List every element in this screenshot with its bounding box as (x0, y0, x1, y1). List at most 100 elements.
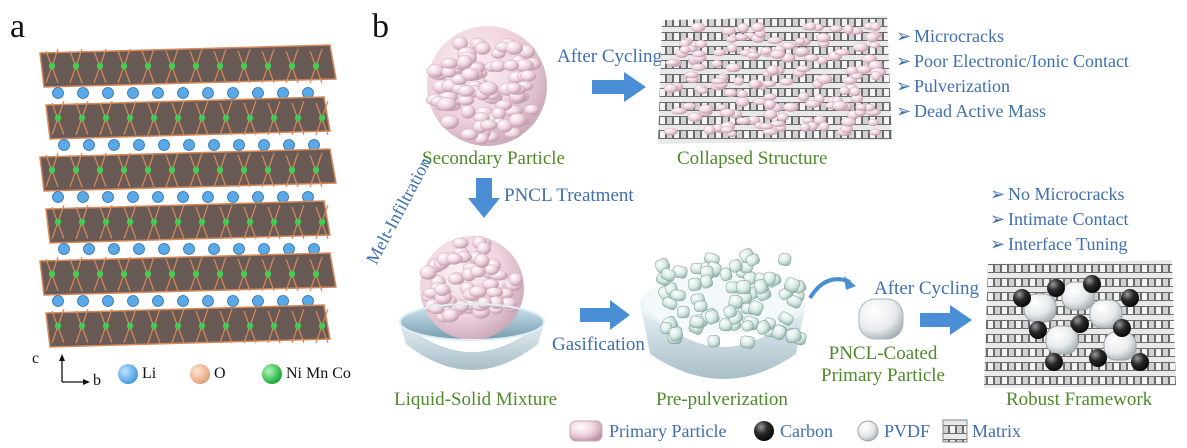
coated-particle-label-line1: PNCL-Coated (828, 343, 938, 364)
bad-outcome-item: ➢Pulverization (896, 74, 1129, 99)
bullet-arrow-icon: ➢ (990, 209, 1006, 229)
liquid-solid-mixture-image (398, 235, 546, 370)
gasification-label: Gasification (552, 334, 645, 355)
li-ion (102, 87, 114, 99)
li-ion (233, 243, 245, 255)
li-ion (183, 243, 195, 255)
after-cycling-bottom-arrow (920, 305, 972, 335)
li-ion (102, 191, 114, 203)
li-ion (58, 243, 70, 255)
li-ion (177, 87, 189, 99)
li-ion (283, 139, 295, 151)
panel-label-b: b (372, 8, 389, 45)
li-ion (283, 243, 295, 255)
good-outcome-item: ➢Interface Tuning (990, 232, 1128, 257)
coated-particle-label-line2: Primary Particle (821, 365, 945, 386)
after-cycling-top-label: After Cycling (557, 46, 663, 67)
good-outcome-item: ➢Intimate Contact (990, 207, 1128, 232)
li-ion (252, 191, 264, 203)
bad-outcome-item: ➢Microcracks (896, 24, 1129, 49)
legend-tm-label: Ni Mn Co (286, 365, 351, 382)
secondary-particle-image (425, 26, 547, 146)
li-ion (277, 295, 289, 307)
li-ion (127, 87, 139, 99)
li-ion (177, 191, 189, 203)
crystal-layer (39, 44, 337, 99)
crystal-layer (45, 96, 331, 151)
li-ion (102, 295, 114, 307)
li-ion (258, 243, 270, 255)
li-ion (108, 139, 120, 151)
axis-c-label: c (32, 350, 40, 367)
li-ion (127, 295, 139, 307)
pre-pulverization-label: Pre-pulverization (656, 389, 788, 410)
legend-carbon-swatch (754, 421, 774, 441)
after-cycling-top-arrow (592, 72, 646, 102)
li-ion (152, 191, 164, 203)
coated-particle-label: PNCL-Coated Primary Particle (808, 343, 958, 387)
li-ion (202, 87, 214, 99)
crystal-layer (45, 200, 331, 255)
li-ion (83, 243, 95, 255)
li-ion (52, 191, 64, 203)
legend-o-swatch (190, 364, 210, 384)
bullet-arrow-icon: ➢ (896, 51, 912, 71)
li-ion (158, 139, 170, 151)
li-ion (58, 139, 70, 151)
li-ion (183, 139, 195, 151)
li-ion (133, 139, 145, 151)
gasification-arrow (580, 300, 630, 330)
crystal-layers (39, 44, 337, 348)
bad-outcomes-list: ➢Microcracks ➢Poor Electronic/Ionic Cont… (896, 24, 1129, 124)
li-ion (258, 139, 270, 151)
legend-li-swatch (118, 364, 138, 384)
li-ion (277, 87, 289, 99)
bullet-arrow-icon: ➢ (990, 184, 1006, 204)
legend-pvdf-swatch (857, 420, 879, 442)
li-ion (158, 243, 170, 255)
li-ion (77, 87, 89, 99)
pncl-treatment-label: PNCL Treatment (504, 185, 634, 206)
coated-particle-image (858, 298, 904, 340)
li-ion (152, 295, 164, 307)
crystal-structure (39, 44, 337, 348)
crystal-layer (45, 304, 331, 348)
li-ion (133, 243, 145, 255)
panel-label-a: a (10, 8, 26, 45)
after-cycling-bottom-label: After Cycling (874, 278, 980, 299)
li-ion (77, 295, 89, 307)
axis-b-label: b (93, 372, 101, 389)
secondary-particle-label: Secondary Particle (422, 148, 565, 169)
bullet-arrow-icon: ➢ (896, 101, 912, 121)
li-ion (277, 191, 289, 203)
pncl-treatment-arrow (468, 178, 500, 218)
legend-o-label: O (214, 365, 226, 382)
li-ion (208, 139, 220, 151)
good-outcomes-list: ➢No Microcracks ➢Intimate Contact ➢Inter… (990, 182, 1128, 257)
liquid-solid-mixture-label: Liquid-Solid Mixture (394, 389, 558, 410)
legend-primary-particle-label: Primary Particle (609, 421, 727, 441)
robust-framework-image (984, 260, 1176, 388)
li-ion (227, 191, 239, 203)
collapsed-structure-label: Collapsed Structure (677, 148, 828, 169)
bad-outcome-item: ➢Poor Electronic/Ionic Contact (896, 49, 1129, 74)
good-outcome-item: ➢No Microcracks (990, 182, 1128, 207)
li-ion (177, 295, 189, 307)
legend-li-label: Li (142, 365, 157, 382)
robust-framework-label: Robust Framework (1006, 389, 1153, 410)
li-ion (77, 191, 89, 203)
legend-pvdf-label: PVDF (884, 421, 931, 441)
legend-matrix-swatch (942, 419, 968, 443)
li-ion (252, 295, 264, 307)
li-ion (52, 87, 64, 99)
legend-primary-particle-swatch (569, 420, 603, 442)
li-ion (127, 191, 139, 203)
legend-matrix-label: Matrix (972, 421, 1021, 441)
legend-carbon-label: Carbon (780, 421, 833, 441)
bullet-arrow-icon: ➢ (896, 26, 912, 46)
li-ion (52, 295, 64, 307)
bad-outcome-item: ➢Dead Active Mass (896, 99, 1129, 124)
crystal-layer (39, 148, 337, 203)
li-ion (152, 87, 164, 99)
